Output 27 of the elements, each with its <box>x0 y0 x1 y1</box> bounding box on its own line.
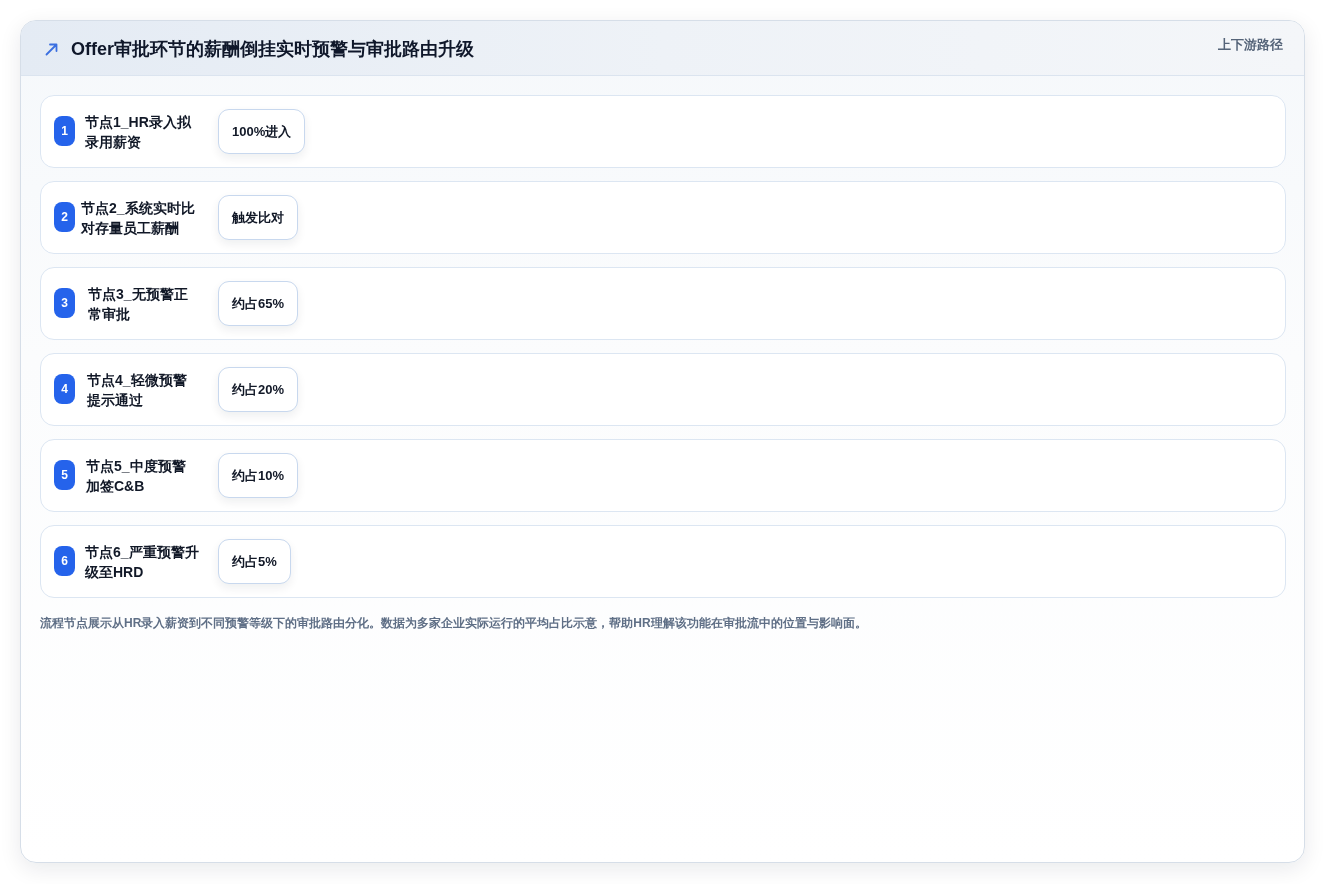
step-card <box>40 267 1286 340</box>
step-card <box>40 181 1286 254</box>
step-name: 节点3_无预警正常审批 <box>88 284 189 324</box>
value-pill: 约占20% <box>218 367 299 412</box>
number-badge: 2 <box>54 202 75 232</box>
value-pill: 约占5% <box>218 539 291 584</box>
header-label: 上下游路径 <box>1218 37 1283 54</box>
step-name: 节点5_中度预警加签C&B <box>86 456 187 496</box>
value-pill: 约占65% <box>218 281 299 326</box>
step-card <box>40 95 1286 168</box>
number-badge: 1 <box>54 116 75 146</box>
caption: 流程节点展示从HR录入薪资到不同预警等级下的审批路由分化。数据为多家企业实际运行的平均占比示意，帮助HR理解该功能在审批流中的位置与影响面。 <box>40 615 868 632</box>
number-badge: 3 <box>54 288 75 318</box>
number-badge: 6 <box>54 546 75 576</box>
step-card <box>40 525 1286 598</box>
title: Offer审批环节的薪酬倒挂实时预警与审批路由升级 <box>71 38 474 61</box>
step-name: 节点4_轻微预警提示通过 <box>87 370 188 410</box>
number-badge: 5 <box>54 460 75 490</box>
step-name: 节点6_严重预警升级至HRD <box>85 542 200 582</box>
step-card <box>40 353 1286 426</box>
value-pill: 100%进入 <box>218 109 306 154</box>
step-name: 节点2_系统实时比对存量员工薪酬 <box>81 198 196 238</box>
step-name: 节点1_HR录入拟录用薪资 <box>85 112 192 152</box>
value-pill: 约占10% <box>218 453 299 498</box>
step-card <box>40 439 1286 512</box>
number-badge: 4 <box>54 374 75 404</box>
value-pill: 触发比对 <box>218 195 298 240</box>
